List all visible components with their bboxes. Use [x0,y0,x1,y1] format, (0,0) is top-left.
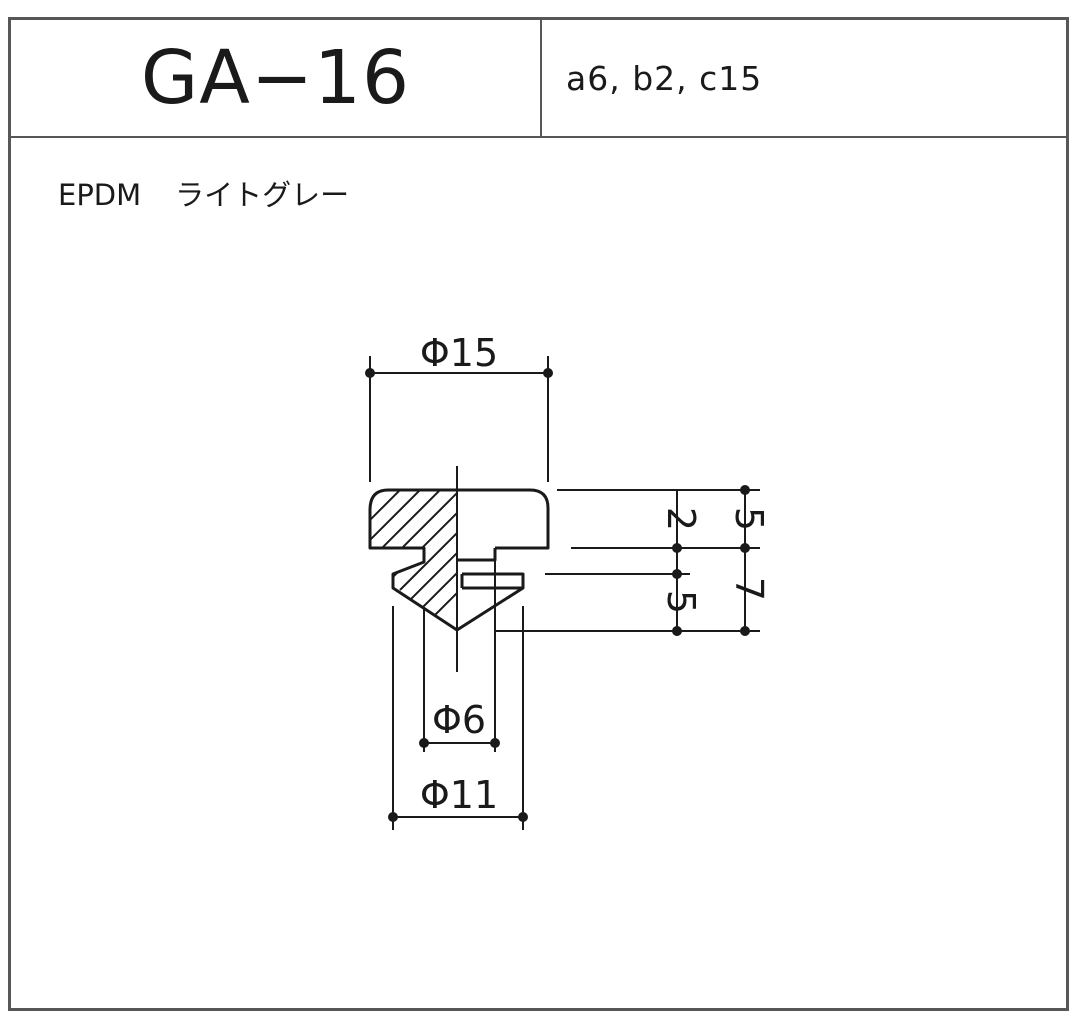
material-line: EPDM ライトグレー [58,172,383,214]
material-color: ライトグレー [175,178,350,212]
lower-total-height-label: 7 [727,577,771,601]
section-hatching [370,490,457,630]
neck-diameter-label: Φ6 [432,698,486,742]
part-outline [368,488,550,632]
cap-height-label: 2 [659,507,703,531]
top-diameter-label: Φ15 [420,331,498,375]
dim-heights [495,485,760,636]
bottom-diameter-label: Φ11 [420,773,498,817]
cone-right-outline [456,572,525,632]
dim-bottom-diameter [388,606,528,830]
header-divider [540,20,542,138]
left-section-outline [368,488,458,632]
material-name: EPDM [58,178,142,212]
title-block: GA−16 a6, b2, c15 [11,20,1066,138]
variant-codes: a6, b2, c15 [566,58,763,98]
model-code: GA−16 [140,35,411,121]
cap-right-outline [457,488,550,550]
cone-height-label: 5 [659,590,703,614]
dim-neck-diameter [419,560,500,752]
cap-total-height-label: 5 [727,507,771,531]
neck-outline [457,548,497,562]
drawing-sheet: GA−16 a6, b2, c15 EPDM ライトグレー [8,17,1069,1011]
dim-top-diameter [365,356,553,482]
